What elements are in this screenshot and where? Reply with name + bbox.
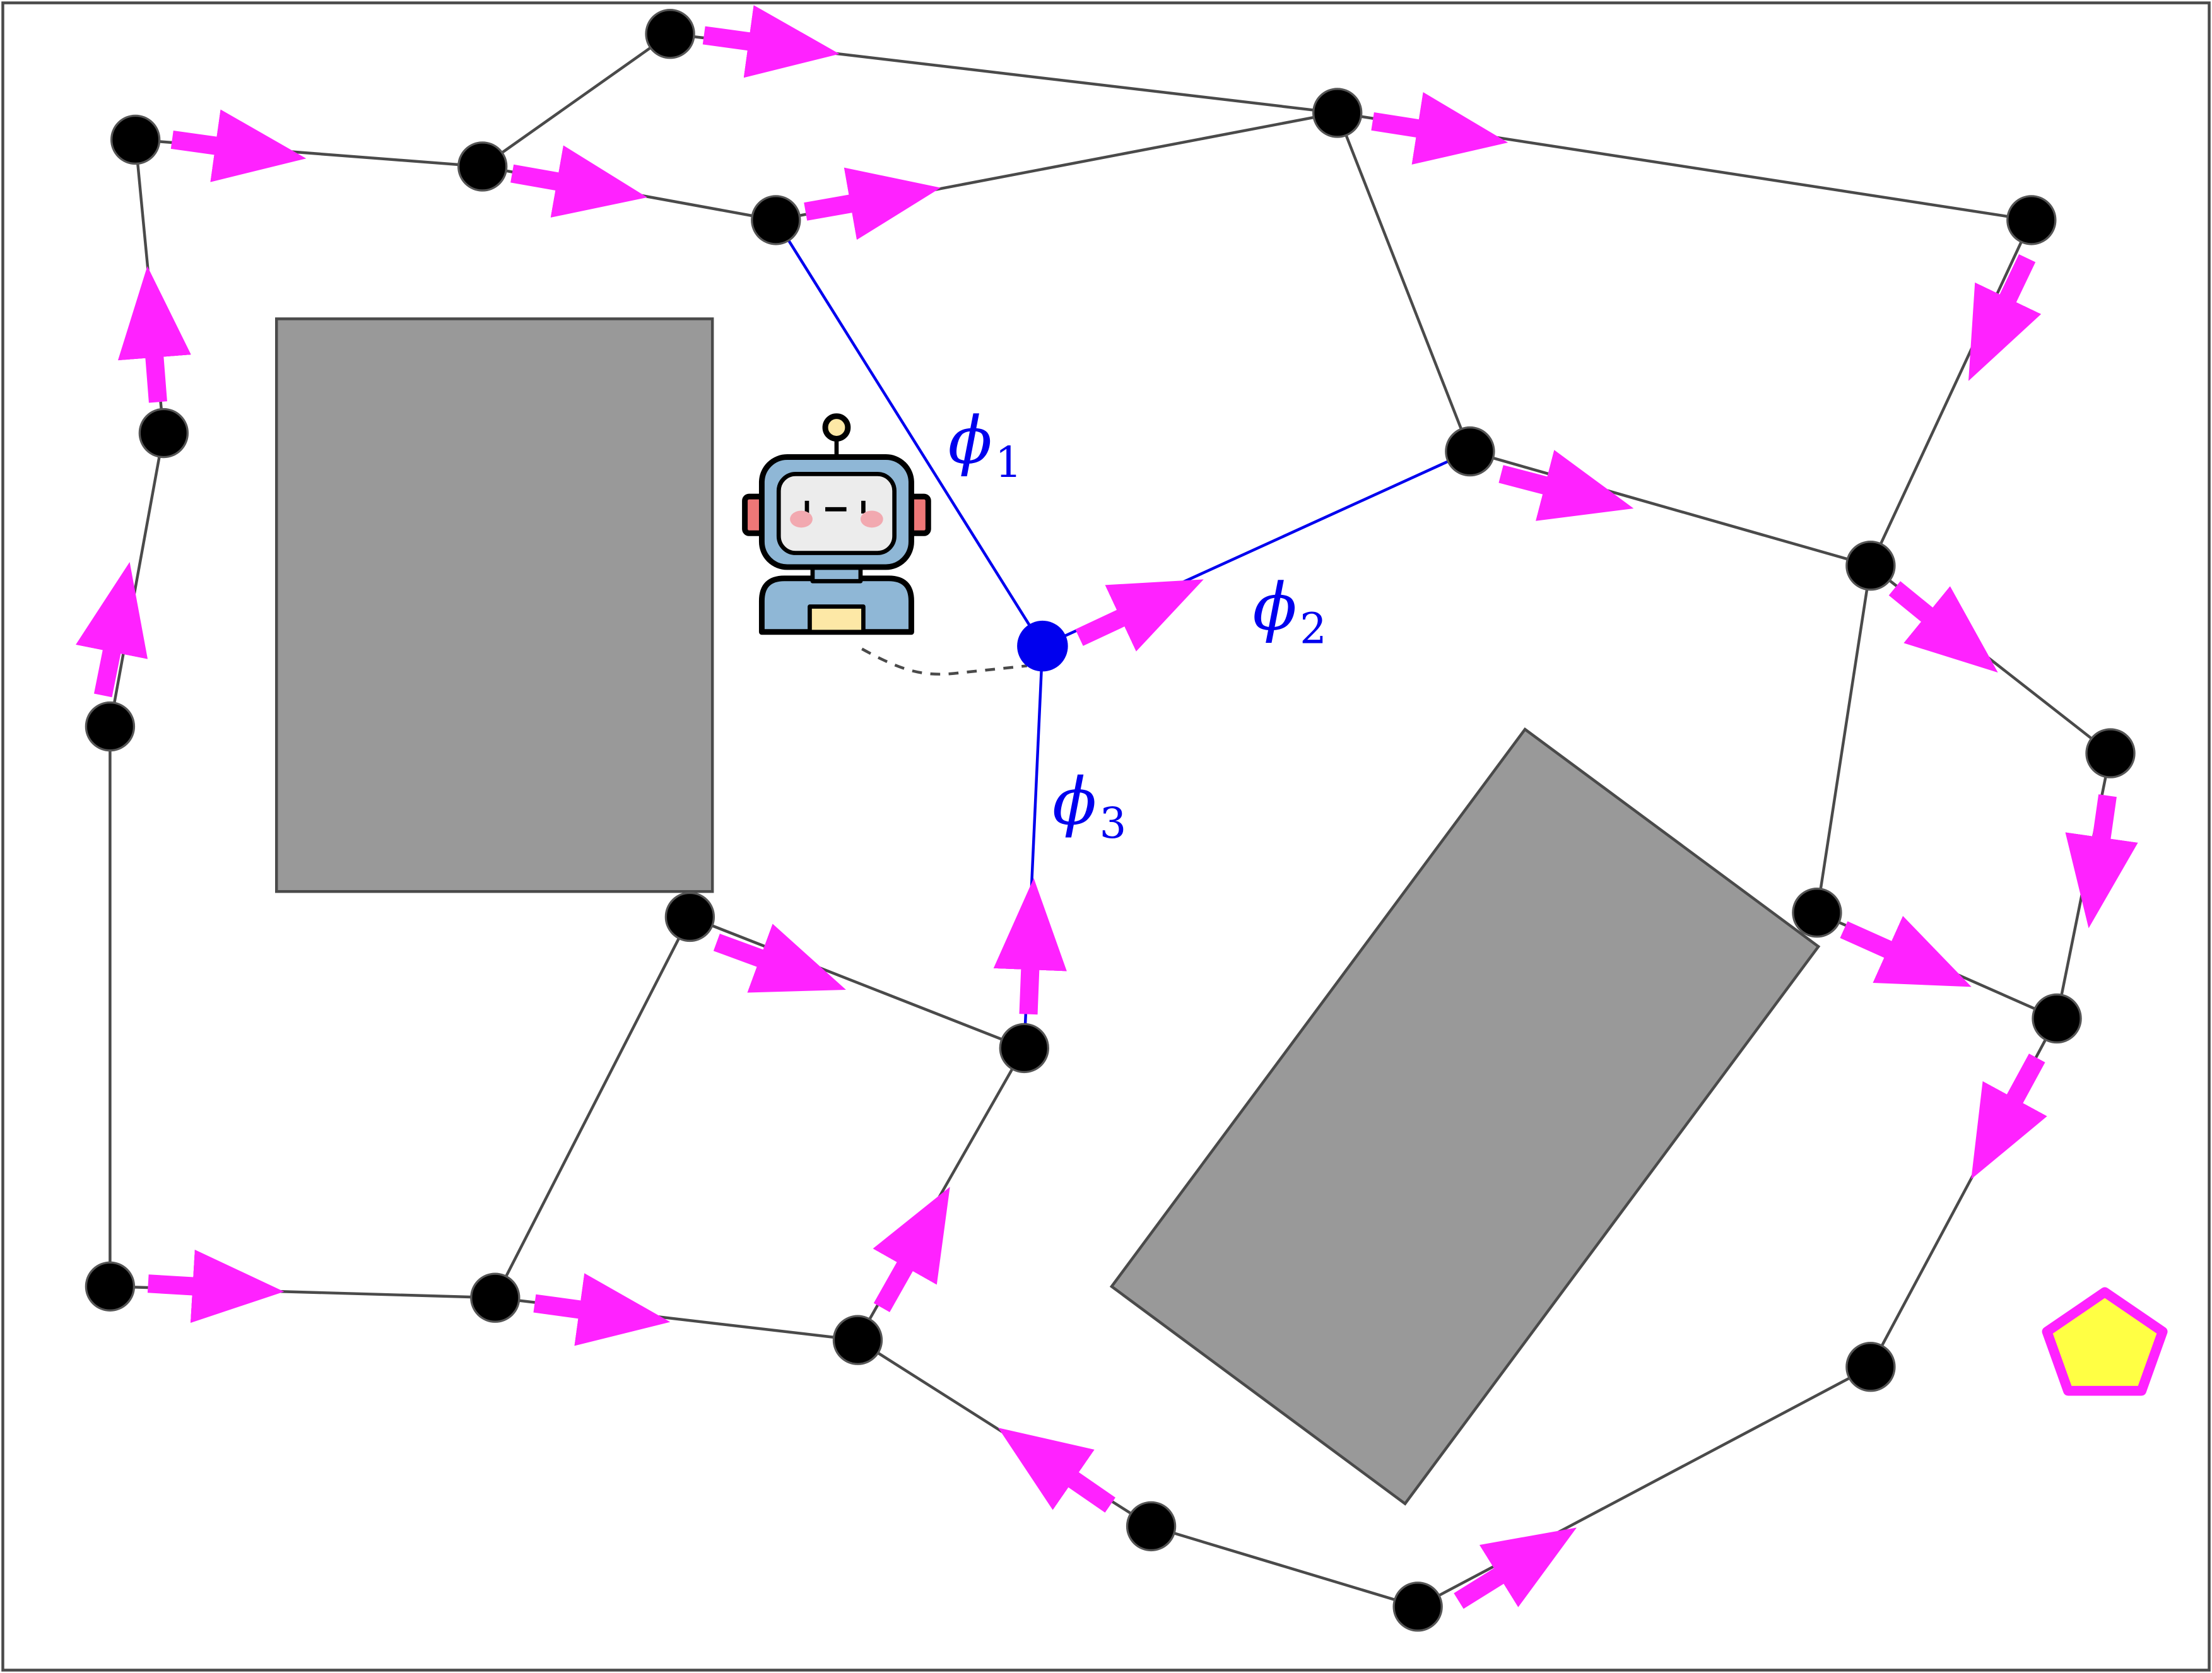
graph-node bbox=[751, 195, 801, 245]
graph-node bbox=[470, 1272, 521, 1323]
graph-edge bbox=[2055, 753, 2112, 1019]
label-phi3-subscript: 3 bbox=[1100, 799, 1127, 848]
graph-edge bbox=[1869, 219, 2033, 566]
flow-arrow bbox=[993, 878, 1067, 1015]
flow-arrows bbox=[76, 5, 2138, 1609]
label-phi2-subscript: 2 bbox=[1300, 604, 1327, 654]
label-phi2-symbol: ϕ bbox=[1253, 570, 1297, 645]
obstacle-rectangle-left bbox=[275, 317, 714, 893]
robot-icon bbox=[742, 413, 931, 635]
flow-arrow bbox=[873, 1187, 950, 1312]
flow-arrow bbox=[533, 1273, 671, 1346]
label-phi3-symbol: ϕ bbox=[1052, 765, 1097, 840]
label-phi1-subscript: 1 bbox=[995, 438, 1022, 487]
label-phi1-symbol: ϕ bbox=[948, 403, 992, 478]
flow-arrow bbox=[117, 266, 191, 403]
graph-edge bbox=[689, 915, 1025, 1050]
obstacles bbox=[275, 317, 1821, 1506]
graph-node bbox=[664, 891, 715, 942]
graph-node bbox=[2085, 728, 2136, 778]
current-node bbox=[1017, 620, 1068, 672]
flow-arrow bbox=[1971, 1054, 2047, 1180]
graph-node bbox=[1845, 541, 1896, 591]
flow-arrow bbox=[998, 1428, 1115, 1513]
graph-node bbox=[85, 701, 136, 752]
graph-edge bbox=[1417, 1365, 1871, 1608]
graph-edge bbox=[481, 32, 671, 168]
graph-node bbox=[1392, 1582, 1443, 1632]
flow-arrow bbox=[76, 561, 148, 698]
graph-node bbox=[645, 9, 695, 59]
graph-edge bbox=[1336, 112, 1471, 452]
robot-path-dashed bbox=[861, 647, 1028, 676]
graph-node bbox=[999, 1023, 1050, 1074]
pentagon-goal-icon bbox=[2042, 1287, 2168, 1396]
flow-arrow bbox=[170, 109, 307, 182]
flow-arrow bbox=[1454, 1527, 1577, 1609]
flow-arrow bbox=[804, 167, 941, 240]
flow-arrow bbox=[2065, 794, 2138, 929]
graph-node bbox=[1312, 88, 1363, 138]
graph-nodes bbox=[85, 9, 2136, 1632]
flow-arrow bbox=[1498, 450, 1634, 521]
flow-arrow bbox=[702, 5, 840, 78]
graph-node bbox=[85, 1261, 136, 1312]
flow-arrow bbox=[1371, 92, 1509, 165]
graph-node bbox=[1792, 888, 1842, 938]
graph-node bbox=[1445, 426, 1495, 477]
graph-edge bbox=[1469, 450, 1871, 567]
graph-node bbox=[1126, 1501, 1177, 1552]
graph-edge bbox=[493, 916, 691, 1299]
flow-arrow bbox=[713, 924, 846, 993]
flow-arrow bbox=[147, 1249, 285, 1323]
active-edge-phi1 bbox=[774, 219, 1044, 647]
obstacle-rectangle-rotated bbox=[1109, 727, 1821, 1506]
graph-edge bbox=[109, 433, 165, 727]
flow-arrow bbox=[1840, 915, 1972, 987]
graph-node bbox=[457, 141, 508, 192]
graph-node bbox=[138, 408, 189, 459]
graph-node bbox=[2006, 195, 2057, 245]
flow-arrow bbox=[1888, 581, 1998, 673]
flow-arrow bbox=[1968, 254, 2042, 381]
graph-node bbox=[110, 114, 161, 165]
flow-arrow bbox=[1075, 579, 1204, 652]
graph-node bbox=[2032, 993, 2082, 1044]
flow-arrow bbox=[510, 145, 647, 218]
graph-node bbox=[1845, 1342, 1896, 1392]
graph-edge bbox=[1815, 565, 1873, 913]
graph-node bbox=[832, 1315, 883, 1365]
graph-edge bbox=[1150, 1525, 1418, 1608]
